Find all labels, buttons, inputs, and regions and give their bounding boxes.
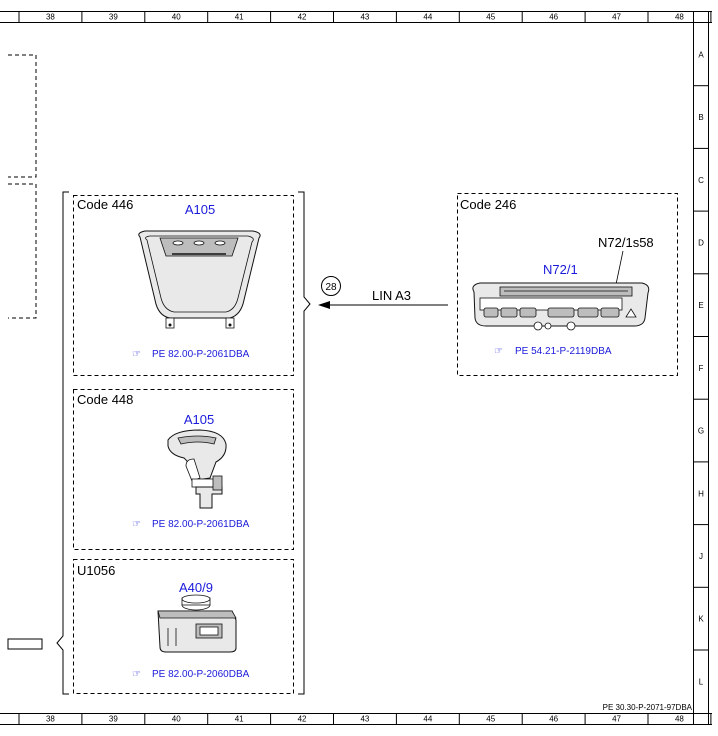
module-code-label: Code 246 (460, 197, 516, 212)
module-code-label: Code 446 (77, 197, 133, 212)
reference-link[interactable]: ☞ PE 54.21-P-2119DBA (494, 346, 612, 357)
component-label[interactable]: N72/1 (543, 262, 578, 277)
control-unit-icon (157, 594, 237, 653)
column-number: 42 (298, 715, 307, 724)
reference-link[interactable]: ☞ PE 82.00-P-2061DBA (132, 349, 250, 360)
partial-module-left (7, 54, 43, 650)
column-number: 45 (486, 715, 495, 724)
column-numbers-top: 38 39 40 41 42 43 44 45 46 47 48 (46, 13, 684, 22)
column-number: 39 (109, 715, 118, 724)
column-number: 43 (360, 715, 369, 724)
row-letter: B (698, 113, 703, 122)
reference-link[interactable]: ☞ PE 82.00-P-2061DBA (132, 519, 250, 530)
module-u1056: U1056 A40/9 ☞ PE 82.00-P-2060DBA (73, 559, 294, 694)
pointing-hand-icon: ☞ (494, 346, 503, 357)
column-number: 40 (172, 13, 181, 22)
reference-link[interactable]: ☞ PE 82.00-P-2060DBA (132, 669, 250, 680)
column-number: 43 (360, 13, 369, 22)
column-dividers (18, 11, 712, 724)
column-number: 47 (612, 13, 621, 22)
group-brace-right (298, 191, 311, 695)
module-code-448: Code 448 A105 ☞ PE 82.00-P-2061DBA (73, 389, 294, 550)
reference-number[interactable]: PE 82.00-P-2061DBA (152, 519, 250, 530)
overhead-control-panel-icon (138, 230, 261, 329)
module-code-label: Code 448 (77, 392, 133, 407)
pointing-hand-icon: ☞ (132, 349, 141, 360)
sheet-frame (0, 11, 712, 725)
row-dividers (693, 85, 708, 651)
pointing-hand-icon: ☞ (132, 519, 141, 530)
module-code-label: U1056 (77, 563, 115, 578)
column-number: 42 (298, 13, 307, 22)
reference-number[interactable]: PE 82.00-P-2061DBA (152, 349, 250, 360)
row-letter: L (699, 677, 704, 686)
node-number: 28 (325, 282, 337, 293)
reference-number[interactable]: PE 82.00-P-2060DBA (152, 669, 250, 680)
component-label[interactable]: A105 (185, 202, 215, 217)
column-number: 44 (423, 715, 432, 724)
pointing-hand-icon: ☞ (132, 669, 141, 680)
control-panel-icon (472, 282, 650, 331)
column-number: 41 (235, 13, 244, 22)
document-number: PE 30.30-P-2071-97DBA (603, 703, 693, 712)
row-letters: A B C D E F G H J K L (698, 50, 704, 686)
switch-label: N72/1s58 (598, 235, 654, 250)
column-number: 40 (172, 715, 181, 724)
group-brace (56, 191, 69, 695)
column-number: 46 (549, 715, 558, 724)
row-letter: H (698, 489, 704, 498)
row-letter: K (698, 615, 704, 624)
row-letter: F (699, 364, 704, 373)
component-label[interactable]: A105 (184, 412, 214, 427)
column-number: 48 (675, 715, 684, 724)
column-number: 39 (109, 13, 118, 22)
row-letter: G (698, 427, 704, 436)
reference-number[interactable]: PE 54.21-P-2119DBA (515, 346, 612, 357)
column-number: 41 (235, 715, 244, 724)
column-number: 47 (612, 715, 621, 724)
module-code-246: Code 246 N72/1s58 N72/1 ☞ PE 54.21-P-211… (457, 193, 678, 376)
component-label[interactable]: A40/9 (179, 580, 213, 595)
lin-connection: 28 LIN A3 (318, 276, 448, 309)
arrow-head-icon (318, 301, 330, 309)
row-letter: J (699, 552, 703, 561)
row-letter: E (698, 301, 703, 310)
column-number: 44 (423, 13, 432, 22)
row-letter: C (698, 176, 704, 185)
column-numbers-bottom: 38 39 40 41 42 43 44 45 46 47 48 (46, 715, 684, 724)
row-letter: D (698, 238, 704, 247)
column-number: 48 (675, 13, 684, 22)
row-letter: A (698, 50, 704, 59)
column-number: 45 (486, 13, 495, 22)
selector-lever-icon (167, 429, 227, 509)
bus-label: LIN A3 (372, 288, 411, 303)
column-number: 38 (46, 13, 55, 22)
module-code-446: Code 446 A105 ☞ PE 82.00-P-2061DBA (73, 195, 294, 376)
column-number: 38 (46, 715, 55, 724)
node-marker (321, 276, 341, 296)
column-number: 46 (549, 13, 558, 22)
